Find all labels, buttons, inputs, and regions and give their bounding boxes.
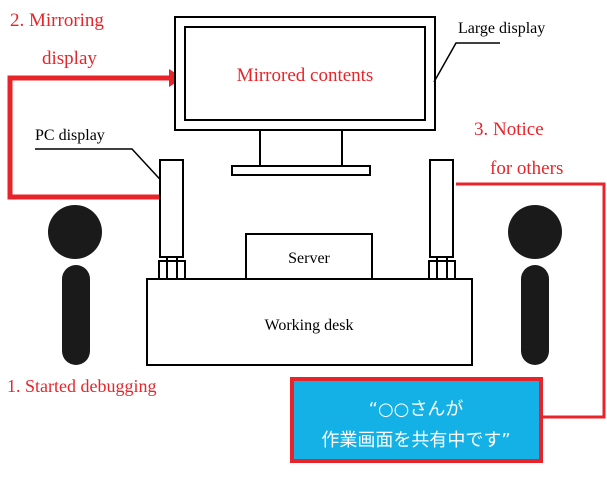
notice-text-line1: “○○さんが [369,399,464,420]
notice-box [290,377,543,463]
notice-connector-line [456,182,606,419]
pc-display-leader [35,148,169,189]
pc-display-label: PC display [35,127,105,144]
working-desk [146,278,473,366]
step2-label-line1: 2. Mirroring [10,10,104,31]
server-box [245,233,373,280]
large-display-base [231,165,371,176]
mirroring-arrow-line [7,75,175,200]
right-person-icon [508,205,562,365]
right-pc-foot [428,260,456,280]
large-display-neck [259,129,343,167]
left-person-icon [48,205,102,365]
large-display-label: Large display [458,20,545,37]
server-label: Server [288,250,330,267]
right-pc-display [429,159,454,258]
step3-label-line2: for others [490,158,563,179]
notice-text-line2: 作業画面を共有中です” [321,430,510,451]
working-desk-label: Working desk [265,317,354,334]
large-display-leader [433,42,500,83]
mirrored-contents-label: Mirrored contents [237,65,374,86]
step2-label-line2: display [42,48,97,69]
large-display-screen [184,26,426,121]
step1-label: 1. Started debugging [7,376,156,396]
left-pc-display [159,159,184,258]
step3-label-line1: 3. Notice [474,119,544,140]
left-pc-foot [158,260,186,280]
